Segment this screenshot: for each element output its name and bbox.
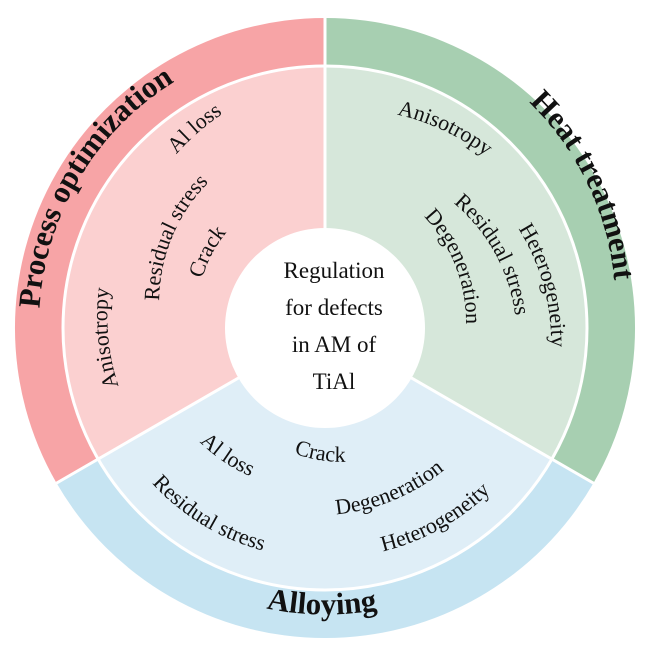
center-circle: [225, 228, 425, 428]
alloying-title: Alloying: [265, 581, 379, 622]
center-line-3: in AM of: [292, 332, 377, 357]
center-line-4: TiAl: [313, 369, 356, 394]
center-line-1: Regulation: [284, 258, 385, 283]
alloying-title-path: Alloying: [265, 581, 379, 622]
center-line-2: for defects: [285, 295, 383, 320]
